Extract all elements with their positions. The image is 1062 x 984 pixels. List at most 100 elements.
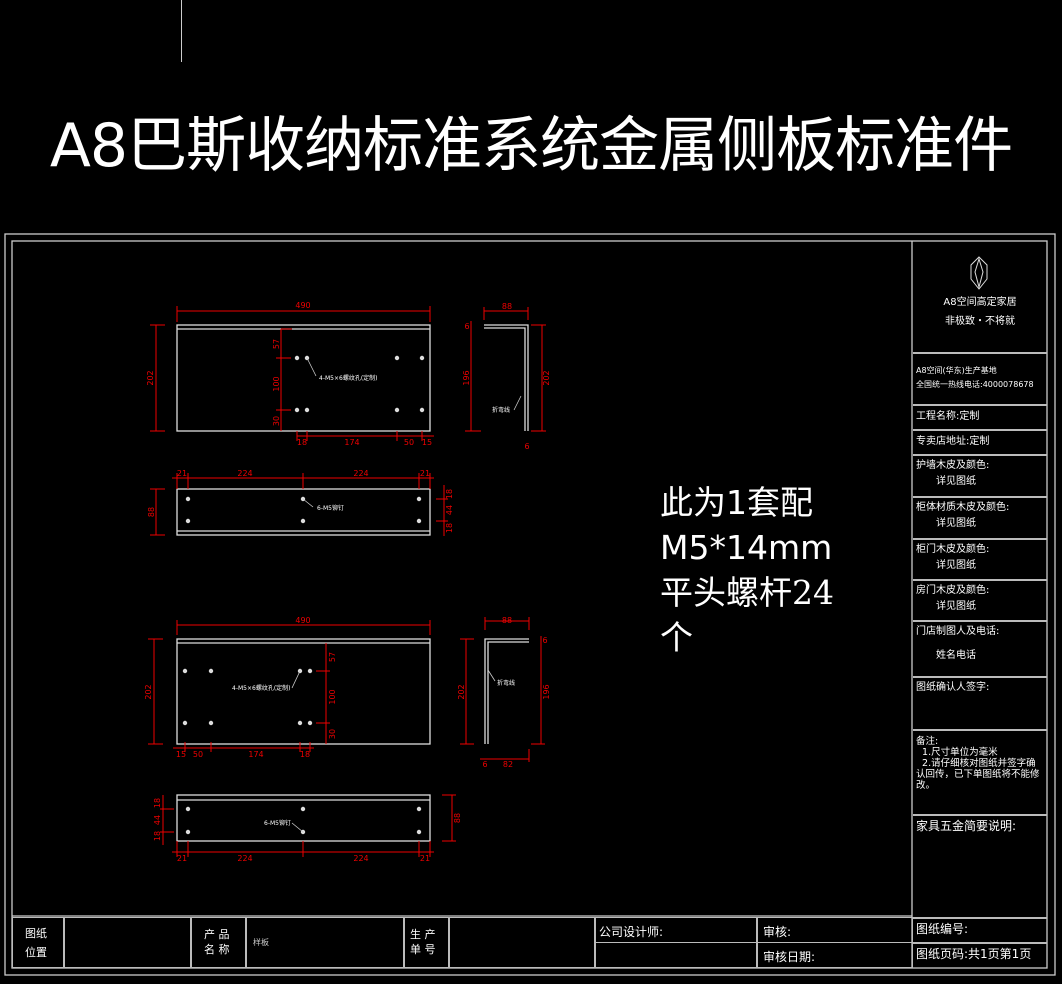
dim-text: 490	[295, 301, 310, 310]
view-c-outline	[176, 488, 431, 536]
dim-text: 202	[146, 370, 155, 385]
dim-text: 224	[353, 854, 368, 863]
wall-value: 详见图纸	[936, 476, 976, 487]
dim-text: 18	[445, 523, 454, 533]
wall-label: 护墙木皮及颜色:	[916, 460, 990, 471]
door-label: 柜门木皮及颜色:	[916, 544, 990, 555]
page-number: 图纸页码:共1页第1页	[916, 947, 1032, 961]
dim-text: 21	[177, 469, 187, 478]
inner-frame	[11, 240, 1048, 969]
door-value: 详见图纸	[936, 560, 976, 571]
view-a-outline	[176, 324, 431, 432]
dim-text: 224	[237, 854, 252, 863]
dim-text: 21	[420, 854, 430, 863]
remarks: 备注: 1.尺寸单位为毫米 2.请仔细核对图纸并签字确认回传，已下单图纸将不能修…	[913, 731, 1047, 816]
brand-name: A8空间高定家居	[943, 297, 1017, 308]
dim-text: 174	[344, 438, 359, 447]
dim-text: 50	[193, 750, 203, 759]
hardware-note: 此为1套配 M5*14mm 平头螺杆24 个	[660, 480, 834, 660]
hardware-description: 家具五金简要说明:	[913, 816, 1047, 919]
dim-text: 21	[420, 469, 430, 478]
dim-text: 88	[502, 616, 512, 625]
dim-text: 18	[297, 438, 307, 447]
note-line: 个	[660, 618, 693, 657]
dim-text: 202	[542, 370, 551, 385]
remarks-title: 备注:	[916, 736, 939, 747]
cabinet-row: 柜体材质木皮及颜色: 详见图纸	[913, 498, 1047, 540]
drawing-number: 图纸编号:	[913, 919, 1047, 944]
dim-text: 202	[144, 684, 153, 699]
designer-value	[595, 942, 757, 968]
order-no-label: 生 产 单 号	[404, 917, 449, 968]
project-row: 工程名称:定制	[913, 406, 1047, 431]
view-d-outline	[176, 638, 431, 745]
dim-text: 82	[503, 760, 513, 769]
dim-text: 174	[248, 750, 263, 759]
remark-item: 2.请仔细核对图纸并签字确认回传，已下单图纸将不能修改。	[916, 758, 1040, 791]
page-title: A8巴斯收纳标准系统金属侧板标准件	[49, 111, 1013, 181]
hole-label: 4-M5×6螺纹孔(定制)	[232, 684, 291, 692]
product-name-label: 产 品 名 称	[191, 917, 246, 968]
dim-text: 44	[445, 505, 454, 515]
company-base: A8空间(华东)生产基地	[916, 366, 997, 375]
dim-text: 15	[176, 750, 186, 759]
note-line: 平头螺杆24	[660, 573, 834, 612]
designer-label: 公司设计师:	[595, 917, 757, 943]
dim-text: 196	[462, 370, 471, 385]
view-b-outline	[484, 324, 529, 431]
outer-frame	[4, 233, 1056, 976]
company-hotline: 全国统一热线电话:4000078678	[916, 380, 1034, 389]
dim-text: 6	[524, 442, 529, 451]
dim-text: 21	[177, 854, 187, 863]
dim-text: 18	[153, 798, 162, 808]
wall-row: 护墙木皮及颜色: 详见图纸	[913, 456, 1047, 498]
dim-text: 15	[422, 438, 432, 447]
dim-text: 490	[295, 616, 310, 625]
drawing-location-value	[64, 917, 191, 968]
room-door-value: 详见图纸	[936, 601, 976, 612]
dim-text: 100	[328, 689, 337, 704]
dim-text: 100	[272, 376, 281, 391]
dim-text: 50	[404, 438, 414, 447]
dim-text: 88	[502, 302, 512, 311]
remark-item: 1.尺寸单位为毫米	[916, 747, 998, 758]
dim-text: 30	[272, 416, 281, 426]
bend-label: 折弯线	[497, 679, 515, 687]
dim-text: 18	[445, 489, 454, 499]
dim-text: 6	[464, 322, 469, 331]
order-no-value	[449, 917, 595, 968]
dim-text: 202	[457, 684, 466, 699]
brand-block: A8空间高定家居 非极致・不将就	[913, 241, 1047, 354]
top-tick-line	[181, 0, 182, 62]
drafter-row: 门店制图人及电话:姓名电话	[913, 622, 1047, 678]
company-info: A8空间(华东)生产基地 全国统一热线电话:4000078678	[913, 354, 1047, 406]
dim-text: 44	[153, 815, 162, 825]
dim-text: 224	[353, 469, 368, 478]
view-e-outline	[484, 638, 529, 744]
dim-text: 6	[482, 760, 487, 769]
cabinet-label: 柜体材质木皮及颜色:	[916, 502, 1010, 513]
dim-text: 88	[453, 813, 462, 823]
dim-text: 224	[237, 469, 252, 478]
dim-text: 18	[153, 831, 162, 841]
note-line: M5*14mm	[660, 528, 833, 567]
brand-slogan: 非极致・不将就	[945, 316, 1015, 327]
holes	[182, 355, 425, 835]
dim-text: 30	[328, 729, 337, 739]
dim-text: 196	[542, 684, 551, 699]
door-row: 柜门木皮及颜色: 详见图纸	[913, 540, 1047, 581]
bend-label: 折弯线	[492, 406, 510, 414]
dim-text: 88	[147, 507, 156, 517]
rivet-label: 6-M5铆钉	[264, 819, 291, 827]
dim-text: 6	[542, 636, 547, 645]
hole-label: 4-M5×6螺纹孔(定制)	[319, 374, 378, 382]
reviewer-label: 审核:	[757, 917, 913, 943]
rivet-label: 6-M5铆钉	[317, 504, 344, 512]
confirm-signature-row: 图纸确认人签字:	[913, 678, 1047, 731]
drawing-location-label: 图纸 位置	[12, 917, 64, 968]
cabinet-value: 详见图纸	[936, 518, 976, 529]
dim-text: 18	[300, 750, 310, 759]
note-line: 此为1套配	[660, 483, 813, 522]
dim-text: 57	[328, 652, 337, 662]
